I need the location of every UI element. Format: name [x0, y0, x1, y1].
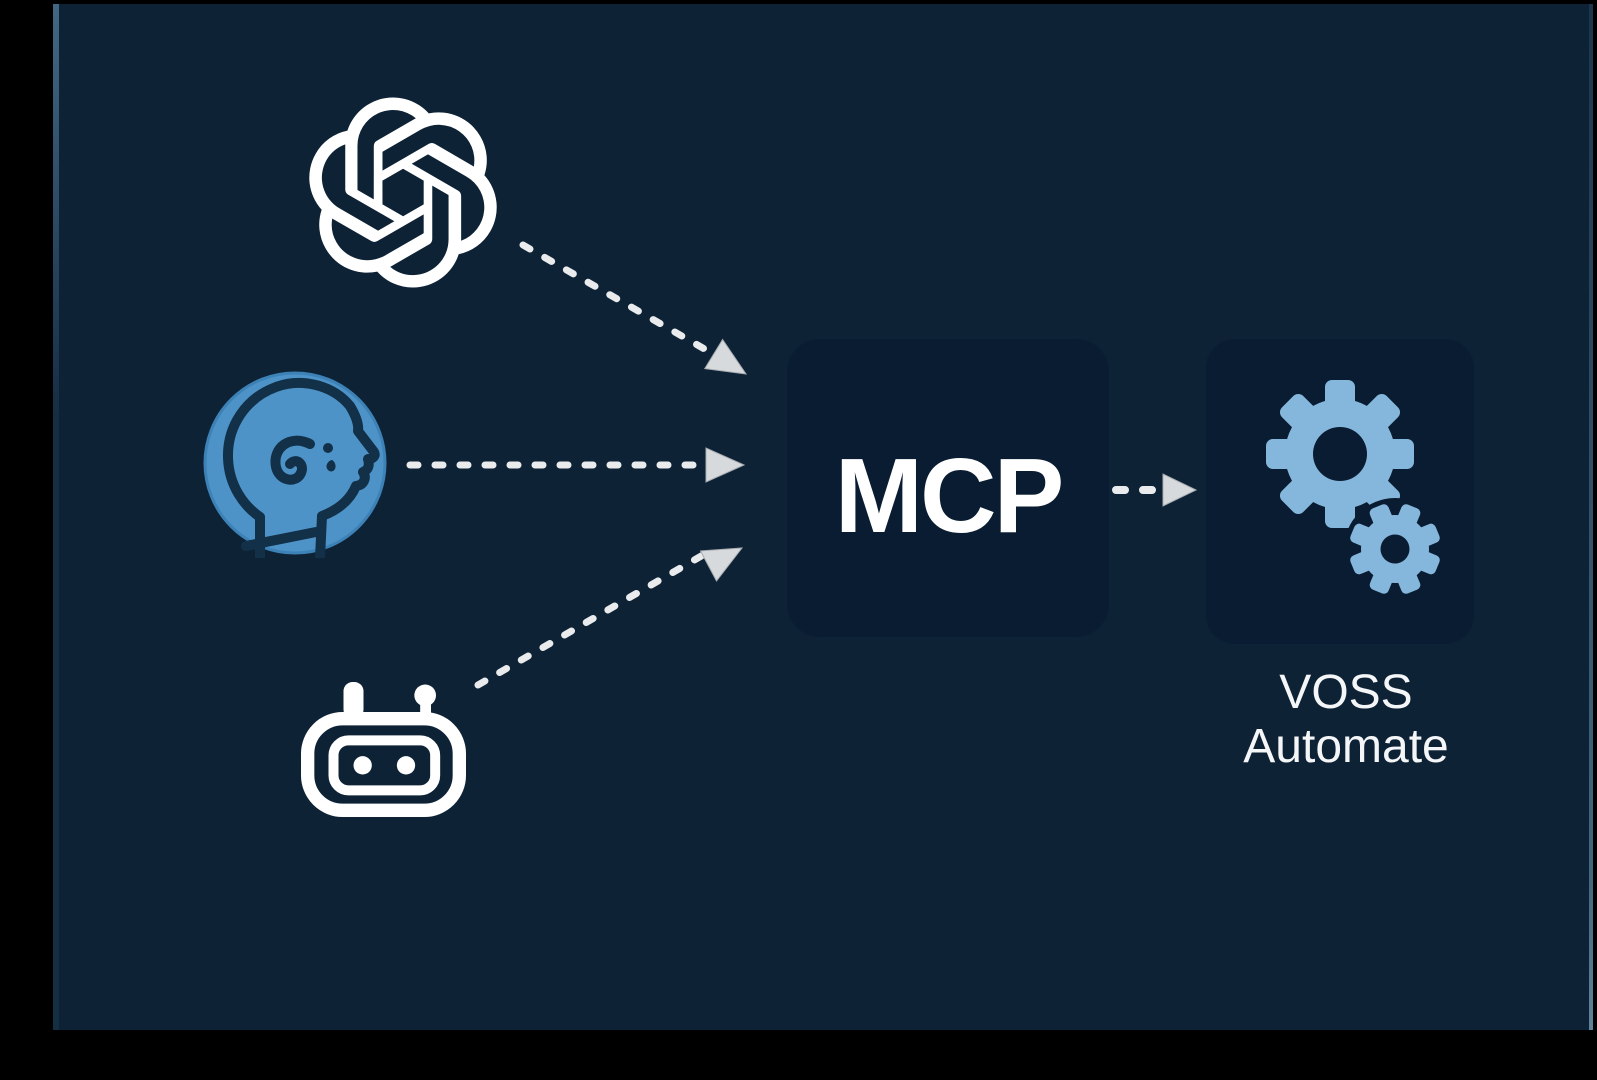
arrow-mcp-to-voss: [1112, 473, 1198, 507]
human-head-icon: [203, 371, 387, 558]
connector-arrows: [406, 241, 1198, 689]
mcp-node: MCP: [786, 338, 1110, 638]
voss-node: [1205, 338, 1475, 645]
mcp-label: MCP: [834, 437, 1065, 555]
voss-node-label: VOSS Automate: [1191, 666, 1501, 774]
gears-icon: [1266, 380, 1446, 600]
arrow-chatbot-to-mcp: [474, 547, 744, 689]
voss-label-line2: Automate: [1243, 720, 1449, 773]
diagram-canvas: MCP: [53, 4, 1593, 1030]
openai-logo-icon: [309, 97, 497, 288]
voss-label-line1: VOSS: [1279, 666, 1413, 719]
chatbot-icon: [301, 682, 466, 817]
arrow-human-to-mcp: [406, 447, 746, 483]
arrow-openai-to-mcp: [519, 241, 748, 375]
